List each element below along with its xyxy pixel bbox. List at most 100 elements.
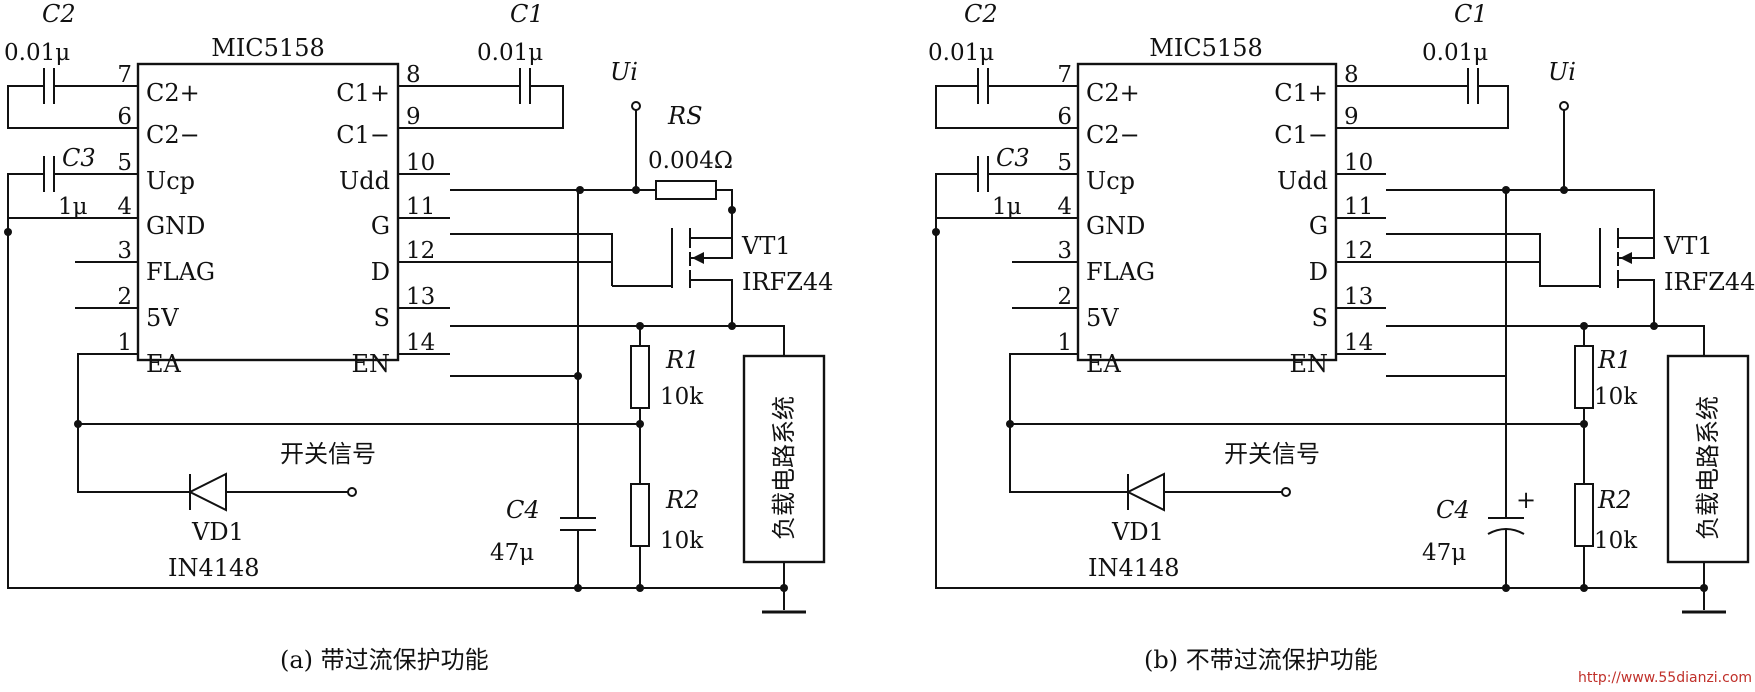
pin-label: C2+ bbox=[146, 79, 200, 107]
pin-label: Ucp bbox=[1086, 167, 1135, 195]
pin-num: 1 bbox=[1057, 330, 1072, 356]
pin-num: 11 bbox=[1344, 194, 1373, 220]
pin-label: D bbox=[1309, 258, 1328, 286]
pin-label: Udd bbox=[1277, 167, 1328, 195]
r1-name: R1 bbox=[665, 346, 699, 374]
ic-body bbox=[1076, 62, 1338, 362]
ic-name: MIC5158 bbox=[1149, 34, 1263, 62]
load-box: 负载电路系统 bbox=[1584, 354, 1750, 614]
pin-num: 10 bbox=[1344, 150, 1373, 176]
pin-label: EA bbox=[146, 350, 182, 378]
capacitor-c4: + C4 47μ bbox=[1422, 186, 1536, 592]
pin-label: C2− bbox=[146, 121, 200, 149]
ea-wire bbox=[1009, 353, 1584, 425]
resistor-r1: R1 10k bbox=[630, 326, 704, 484]
pin-num: 8 bbox=[1344, 62, 1359, 88]
vt1-name: VT1 bbox=[741, 232, 791, 260]
pin-num: 5 bbox=[1057, 150, 1072, 176]
ground-rail bbox=[935, 217, 1584, 589]
r2-value: 10k bbox=[1594, 528, 1638, 554]
r2-name: R2 bbox=[665, 486, 699, 514]
pin-label: GND bbox=[1086, 212, 1145, 240]
pin-num: 9 bbox=[1344, 104, 1359, 130]
r1-value: 10k bbox=[1594, 384, 1638, 410]
pin-label: C1+ bbox=[336, 79, 390, 107]
circuit-a: MIC5158 7 6 5 4 3 2 1 C2+ C2− Ucp GND FL… bbox=[4, 0, 833, 674]
r2-value: 10k bbox=[660, 528, 704, 554]
pin-label: S bbox=[1312, 304, 1328, 332]
pin-num: 3 bbox=[1057, 238, 1072, 264]
left-pins: 7 6 5 4 3 2 1 C2+ C2− Ucp GND FLAG 5V EA bbox=[75, 62, 215, 378]
capacitor-c4: C4 47μ bbox=[490, 190, 596, 592]
rs-value: 0.004Ω bbox=[648, 148, 733, 174]
resistor-r2: R2 10k bbox=[630, 483, 704, 592]
mosfet-vt1: VT1 IRFZ44 bbox=[450, 210, 833, 326]
pin-num: 12 bbox=[406, 238, 435, 264]
vd1-part: IN4148 bbox=[1088, 554, 1180, 582]
pin-num: 14 bbox=[1344, 330, 1373, 356]
c1-value: 0.01μ bbox=[477, 40, 543, 66]
r1-value: 10k bbox=[660, 384, 704, 410]
c4-name: C4 bbox=[1436, 496, 1470, 524]
resistor-r1: R1 10k bbox=[1574, 326, 1638, 484]
switch-signal-label: 开关信号 bbox=[1224, 440, 1320, 468]
c2-name: C2 bbox=[42, 0, 76, 28]
pin-label: 5V bbox=[1086, 304, 1119, 332]
load-label: 负载电路系统 bbox=[770, 396, 798, 540]
svg-text:+: + bbox=[1516, 486, 1536, 514]
pin-num: 11 bbox=[406, 194, 435, 220]
c1-value: 0.01μ bbox=[1422, 40, 1488, 66]
c2-name: C2 bbox=[964, 0, 998, 28]
capacitor-c3: C3 1μ bbox=[935, 144, 1032, 220]
pin-num: 7 bbox=[1057, 62, 1072, 88]
pin-label: EN bbox=[1289, 350, 1328, 378]
capacitor-c2: C2 0.01μ bbox=[928, 0, 1032, 129]
vt1-part: IRFZ44 bbox=[742, 268, 833, 296]
diode-wire bbox=[77, 424, 190, 493]
switch-signal-label: 开关信号 bbox=[280, 440, 376, 468]
c3-name: C3 bbox=[996, 144, 1030, 172]
pin-label: C1− bbox=[1274, 121, 1328, 149]
pin-num: 12 bbox=[1344, 238, 1373, 264]
pin-num: 2 bbox=[1057, 284, 1072, 310]
pin-num: 7 bbox=[117, 62, 132, 88]
vt1-name: VT1 bbox=[1663, 232, 1713, 260]
c4-value: 47μ bbox=[490, 540, 534, 566]
pin-num: 14 bbox=[406, 330, 435, 356]
capacitor-c3: C3 1μ bbox=[7, 144, 96, 220]
left-pins: 7 6 5 4 3 2 1 C2+ C2− Ucp GND FLAG 5V EA bbox=[1012, 62, 1155, 378]
pin-label: EN bbox=[351, 350, 390, 378]
diode-vd1: VD1 IN4148 bbox=[168, 472, 357, 582]
pin-num: 5 bbox=[117, 150, 132, 176]
ui-label: Ui bbox=[610, 58, 638, 86]
pin-label: Ucp bbox=[146, 167, 195, 195]
ic-name: MIC5158 bbox=[211, 34, 325, 62]
pin-num: 1 bbox=[117, 330, 132, 356]
pin-label: C1+ bbox=[1274, 79, 1328, 107]
pin-label: D bbox=[371, 258, 390, 286]
pin-label: C1− bbox=[336, 121, 390, 149]
capacitor-c1: C1 0.01μ bbox=[450, 0, 564, 129]
vt1-part: IRFZ44 bbox=[1664, 268, 1755, 296]
right-pins: 8 9 10 11 12 13 14 C1+ C1− Udd G D S EN bbox=[1274, 62, 1386, 378]
pin-label: FLAG bbox=[146, 258, 215, 286]
watermark-url: http://www.55dianzi.com bbox=[1578, 670, 1752, 686]
pin-label: G bbox=[1309, 212, 1328, 240]
c4-name: C4 bbox=[506, 496, 540, 524]
pin-num: 4 bbox=[1057, 194, 1072, 220]
pin-label: G bbox=[371, 212, 390, 240]
rs-name: RS bbox=[667, 102, 703, 130]
vd1-name: VD1 bbox=[191, 518, 244, 546]
pin-label: EA bbox=[1086, 350, 1122, 378]
resistor-r2: R2 10k bbox=[1574, 483, 1638, 592]
pin-label: 5V bbox=[146, 304, 179, 332]
caption-b: (b) 不带过流保护功能 bbox=[1144, 646, 1378, 674]
right-pins: 8 9 10 11 12 13 14 C1+ C1− Udd G D S EN bbox=[336, 62, 450, 378]
capacitor-c2: C2 0.01μ bbox=[4, 0, 95, 129]
pin-label: C2+ bbox=[1086, 79, 1140, 107]
diode-vd1: VD1 IN4148 bbox=[1088, 472, 1291, 582]
pin-num: 6 bbox=[1057, 104, 1072, 130]
circuit-b: MIC5158 7 6 5 4 3 2 1 C2+ C2− Ucp GND FL… bbox=[928, 0, 1755, 674]
pin-label: FLAG bbox=[1086, 258, 1155, 286]
